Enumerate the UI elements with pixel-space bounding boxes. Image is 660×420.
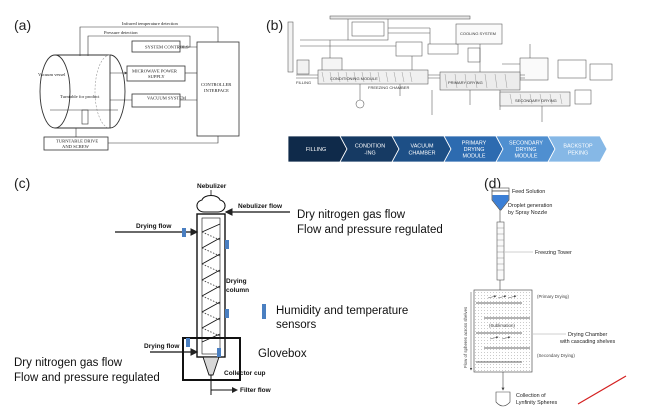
- feed-vessel-cap: [491, 187, 510, 192]
- panel-a: (a) Vacuum vessel Turntable for product …: [14, 17, 240, 151]
- process-step-4-label-2: DRYING: [464, 147, 485, 153]
- droplet-label-2: by Spray Nozzle: [508, 210, 547, 216]
- sensor-legend-swatch: [262, 304, 266, 319]
- process-step-4-label-3: MODULE: [462, 154, 485, 160]
- sensors-label-1: Humidity and temperature: [276, 305, 408, 317]
- vacuum-system-label: VACUUM SYSTEM: [147, 96, 186, 101]
- microwave-power-label-1: MICROWAVE POWER: [132, 69, 178, 74]
- process-step-2-label-1: CONDITION: [355, 144, 385, 150]
- nebulizer-head: [196, 195, 226, 213]
- panel-c-label: (c): [14, 175, 30, 191]
- process-step-6-label-1: BACKSTOP: [563, 144, 593, 150]
- drying-chamber: [473, 289, 533, 373]
- vacuum-system-box: [131, 93, 181, 108]
- flow-spheres-label: Flow of spheres across shelves: [463, 306, 468, 368]
- primary-drying-label: PRIMARY DRYING: [448, 80, 483, 85]
- collection-label-2: Lynfinity Spheres: [516, 400, 557, 406]
- drying-column-label-1: Drying: [226, 278, 247, 285]
- gas-flow-bottom-line-1: Dry nitrogen gas flow: [14, 357, 123, 369]
- gas-flow-top-line-1: Dry nitrogen gas flow: [297, 209, 406, 221]
- sensors-label-2: sensors: [276, 319, 317, 331]
- glovebox-outline: [182, 337, 241, 381]
- process-step-3-label-1: VACUUM: [411, 144, 434, 150]
- vacuum-vessel-label: Vacuum vessel: [38, 72, 66, 77]
- panel-b-schematic: [287, 15, 613, 122]
- collection-vessel: [495, 391, 511, 407]
- process-step-3-label-2: CHAMBER: [409, 150, 436, 156]
- process-step-1-label-1: FILLING: [306, 147, 326, 153]
- cooling-system-label: COOLING SYSTEM: [460, 31, 496, 36]
- cascading-shelves: [476, 302, 530, 363]
- drying-flow-bottom-label: Drying flow: [144, 343, 180, 350]
- droplet-label-1: Droplet generation: [508, 203, 552, 209]
- drying-column-outer: [196, 213, 226, 358]
- vacuum-vessel: [39, 54, 126, 129]
- controller-label-1: CONTROLLER: [201, 82, 232, 87]
- sphere-flow-arrows: [487, 295, 517, 340]
- turntable-drive-label-2: AND SCREW: [62, 144, 90, 149]
- freezing-chamber-label: FREEZING CHAMBER: [368, 85, 409, 90]
- process-step-6: [547, 135, 608, 163]
- panel-a-wiring: [75, 26, 219, 144]
- process-step-5-label-1: SECONDARY: [509, 140, 543, 146]
- process-step-5-label-3: MODULE: [514, 154, 537, 160]
- turntable-label: Turntable for product: [60, 94, 100, 99]
- primary-drying-stage-label: (Primary Drying): [537, 294, 569, 299]
- sensor-markers: [182, 228, 229, 357]
- collector-cup-label: Collector cup: [224, 370, 266, 377]
- filter-flow-label: Filter flow: [240, 387, 272, 394]
- panel-a-label: (a): [14, 17, 31, 33]
- sublimation-label: (Sublimation): [489, 323, 515, 328]
- sensor-marker-3: [225, 309, 229, 318]
- sensor-marker-2: [225, 240, 229, 249]
- feed-solution-label: Feed Solution: [512, 189, 545, 195]
- freezing-tower-label: Freezing Tower: [535, 250, 572, 256]
- panel-b: (b): [266, 15, 613, 163]
- ir-detection-label: Infrared temperature detection: [122, 21, 179, 26]
- sensor-marker-4: [186, 338, 190, 347]
- system-controls-box: [131, 40, 181, 53]
- freezing-tower: [496, 221, 505, 281]
- drying-column-label-2: column: [226, 287, 249, 294]
- gas-flow-bottom-line-2: Flow and pressure regulated: [14, 372, 160, 384]
- sensor-marker-1: [182, 228, 186, 237]
- collector-cup: [202, 356, 220, 376]
- conveyor-hatching: [321, 71, 563, 105]
- process-step-4-label-1: PRIMARY: [462, 140, 487, 146]
- panel-b-label: (b): [266, 17, 283, 33]
- drying-chamber-label-2: with cascading shelves: [559, 339, 615, 345]
- turntable-drive-label-1: TURNTABLE DRIVE: [56, 139, 98, 144]
- panel-d-label: (d): [484, 175, 501, 191]
- drying-chamber-label-1: Drying Chamber: [568, 332, 607, 338]
- microwave-power-label-2: SUPPLY: [148, 74, 165, 79]
- panel-d: (d) Feed Solution Droplet generation by …: [463, 175, 627, 407]
- freezing-tower-rings: [497, 227, 504, 271]
- process-step-2-label-2: -ING: [364, 150, 375, 156]
- feed-solution-fill: [492, 195, 509, 210]
- drying-flow-top-label: Drying flow: [136, 223, 172, 230]
- nebulizer-flow-label: Nebulizer flow: [238, 203, 283, 210]
- pressure-detection-label: Pressure detection: [104, 30, 138, 35]
- gas-flow-top-line-2: Flow and pressure regulated: [297, 224, 443, 236]
- controller-label-2: INTERFACE: [204, 88, 229, 93]
- process-step-6-label-2: PEKING: [568, 150, 588, 156]
- filling-station-label: FILLING: [296, 80, 311, 85]
- conditioning-module-label: CONDITIONING MODULE: [330, 76, 378, 81]
- collection-label-1: Collection of: [516, 393, 546, 399]
- secondary-drying-stage-label: (Secondary Drying): [537, 353, 575, 358]
- drying-column-spiral: [201, 223, 221, 343]
- sensor-marker-5: [217, 348, 221, 357]
- red-annotation-stroke: [577, 375, 627, 405]
- panel-c: (c) Nebulizer Drying column Collector cu…: [14, 175, 443, 395]
- system-controls-label: SYSTEM CONTROLS: [145, 45, 189, 50]
- nebulizer-label: Nebulizer: [197, 183, 227, 190]
- secondary-drying-label: SECONDARY DRYING: [515, 98, 557, 103]
- glovebox-label: Glovebox: [258, 348, 307, 360]
- process-step-5-label-2: DRYING: [516, 147, 537, 153]
